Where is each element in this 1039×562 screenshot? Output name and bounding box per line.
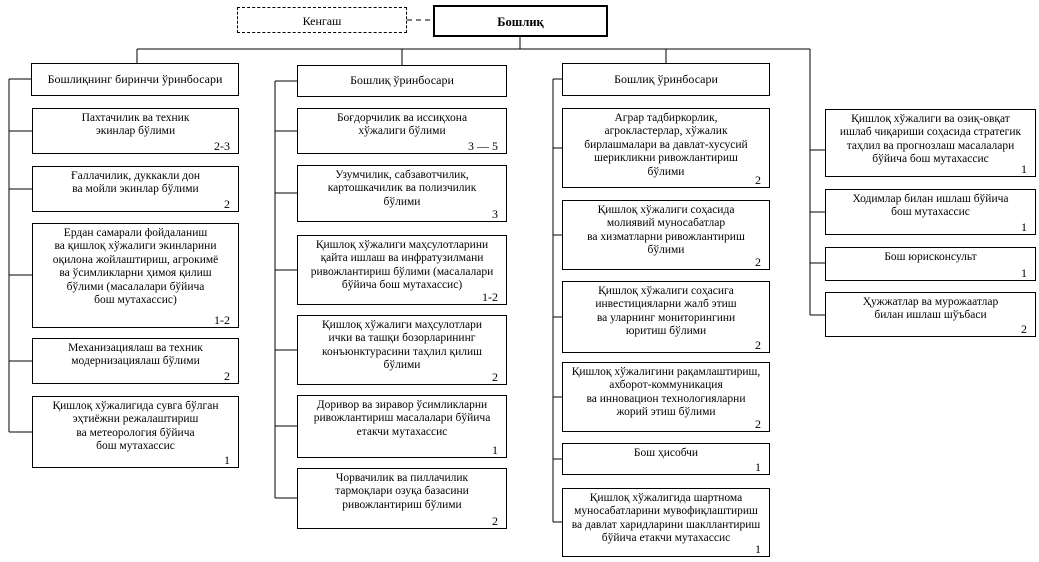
column1-header-box: Бошлиқнинг биринчи ўринбосари — [31, 63, 239, 96]
staff-count: 2 — [755, 255, 761, 269]
staff-count: 2 — [224, 197, 230, 211]
dept-title: Узумчилик, сабзавотчилик, картошкачилик … — [327, 169, 477, 208]
dept-title: Ғаллачилик, дуккакли дон ва мойли экинла… — [71, 170, 200, 196]
connector-col1-rail — [8, 78, 32, 433]
connector-main-tree — [136, 37, 811, 315]
dept-box: Қишлоқ хўжалигида сувга бўлган эҳтиёжни … — [32, 396, 239, 468]
dept-title: Қишлоқ хўжалиги соҳасига инвестицияларни… — [595, 285, 737, 338]
dept-box: Қишлоқ хўжалиги соҳасига инвестицияларни… — [562, 281, 770, 353]
dept-title: Қишлоқ хўжалиги ва озиқ-овқат ишлаб чиқа… — [839, 113, 1022, 166]
dept-title: Доривор ва зиравор ўсимликларни ривожлан… — [313, 399, 491, 438]
dept-box: Қишлоқ хўжалиги маҳсулотларини қайта ишл… — [297, 235, 507, 305]
staff-count: 1 — [492, 443, 498, 457]
staff-count: 1 — [755, 460, 761, 474]
column3-header-box: Бошлиқ ўринбосари — [562, 63, 770, 96]
dept-box: Қишлоқ хўжалигини рақамлаштириш, ахборот… — [562, 362, 770, 432]
dept-box: Аграр тадбиркорлик, агрокластерлар, хўжа… — [562, 108, 770, 188]
staff-count: 1-2 — [214, 313, 230, 327]
dept-box: Қишлоқ хўжалиги маҳсулотлари ички ва таш… — [297, 315, 507, 385]
dept-box: Ҳужжатлар ва мурожаатлар билан ишлаш шўъ… — [825, 292, 1036, 337]
column1-header-label: Бошлиқнинг биринчи ўринбосари — [47, 71, 223, 86]
dept-box: Чорвачилик ва пиллачилик тармоқлари озуқ… — [297, 468, 507, 529]
staff-count: 2 — [755, 417, 761, 431]
staff-count: 2 — [492, 370, 498, 384]
head-box: Бошлиқ — [433, 5, 608, 37]
dept-title: Қишлоқ хўжалиги маҳсулотларини қайта ишл… — [310, 239, 494, 292]
dept-title: Боғдорчилик ва иссиқхона хўжалиги бўлими — [336, 112, 468, 138]
dept-title: Механизациялаш ва техник модернизациялаш… — [68, 342, 203, 368]
head-label: Бошлиқ — [497, 14, 544, 29]
dept-title: Аграр тадбиркорлик, агрокластерлар, хўжа… — [584, 112, 748, 178]
dept-title: Қишлоқ хўжалиги маҳсулотлари ички ва таш… — [322, 319, 482, 372]
staff-count: 1-2 — [482, 290, 498, 304]
dept-box: Боғдорчилик ва иссиқхона хўжалиги бўлими… — [297, 108, 507, 154]
connector-col2-rail — [274, 80, 297, 499]
column2-header-label: Бошлиқ ўринбосари — [350, 73, 454, 88]
staff-count: 2-3 — [214, 139, 230, 153]
dept-box: Қишлоқ хўжалиги соҳасида молиявий муноса… — [562, 200, 770, 270]
connector-col3-rail — [552, 78, 562, 523]
staff-count: 2 — [1021, 322, 1027, 336]
dept-box: Ходимлар билан ишлаш бўйича бош мутахасс… — [825, 189, 1036, 235]
council-box: Кенгаш — [237, 7, 407, 33]
staff-count: 2 — [755, 173, 761, 187]
connector-col4-rail — [810, 149, 825, 316]
staff-count: 2 — [755, 338, 761, 352]
dept-title: Ходимлар билан ишлаш бўйича бош мутахасс… — [852, 193, 1009, 219]
staff-count: 1 — [755, 542, 761, 556]
dept-title: Бош ҳисобчи — [633, 447, 699, 459]
staff-count: 1 — [1021, 162, 1027, 176]
column3-header-label: Бошлиқ ўринбосари — [614, 71, 718, 86]
staff-count: 1 — [224, 453, 230, 467]
dept-title: Ердан самарали фойдаланиш ва қишлоқ хўжа… — [52, 227, 219, 307]
dept-title: Бош юрисконсульт — [884, 251, 977, 263]
dept-box: Доривор ва зиравор ўсимликларни ривожлан… — [297, 395, 507, 458]
dept-title: Қишлоқ хўжалиги соҳасида молиявий муноса… — [587, 204, 745, 257]
dept-title: Ҳужжатлар ва мурожаатлар билан ишлаш шўъ… — [862, 296, 999, 322]
dept-box: Механизациялаш ва техник модернизациялаш… — [32, 338, 239, 384]
dept-box: Ердан самарали фойдаланиш ва қишлоқ хўжа… — [32, 223, 239, 328]
dept-box: Бош юрисконсульт 1 — [825, 247, 1036, 281]
dept-title: Қишлоқ хўжалигини рақамлаштириш, ахборот… — [571, 366, 761, 419]
staff-count: 3 — 5 — [468, 139, 498, 153]
dept-box: Узумчилик, сабзавотчилик, картошкачилик … — [297, 165, 507, 222]
column2-header-box: Бошлиқ ўринбосари — [297, 65, 507, 97]
dept-box: Қишлоқ хўжалиги ва озиқ-овқат ишлаб чиқа… — [825, 109, 1036, 177]
dept-title: Қишлоқ хўжалигида шартнома муносабатлари… — [571, 492, 761, 545]
staff-count: 2 — [224, 369, 230, 383]
dept-title: Чорвачилик ва пиллачилик тармоқлари озуқ… — [335, 472, 469, 511]
staff-count: 3 — [492, 207, 498, 221]
staff-count: 2 — [492, 514, 498, 528]
council-label: Кенгаш — [302, 13, 342, 28]
dept-box: Ғаллачилик, дуккакли дон ва мойли экинла… — [32, 166, 239, 212]
dept-box: Қишлоқ хўжалигида шартнома муносабатлари… — [562, 488, 770, 557]
dept-box: Бош ҳисобчи 1 — [562, 443, 770, 475]
staff-count: 1 — [1021, 266, 1027, 280]
dept-title: Пахтачилик ва техник экинлар бўлими — [81, 112, 190, 138]
staff-count: 1 — [1021, 220, 1027, 234]
dept-box: Пахтачилик ва техник экинлар бўлими 2-3 — [32, 108, 239, 154]
dept-title: Қишлоқ хўжалигида сувга бўлган эҳтиёжни … — [52, 400, 219, 453]
